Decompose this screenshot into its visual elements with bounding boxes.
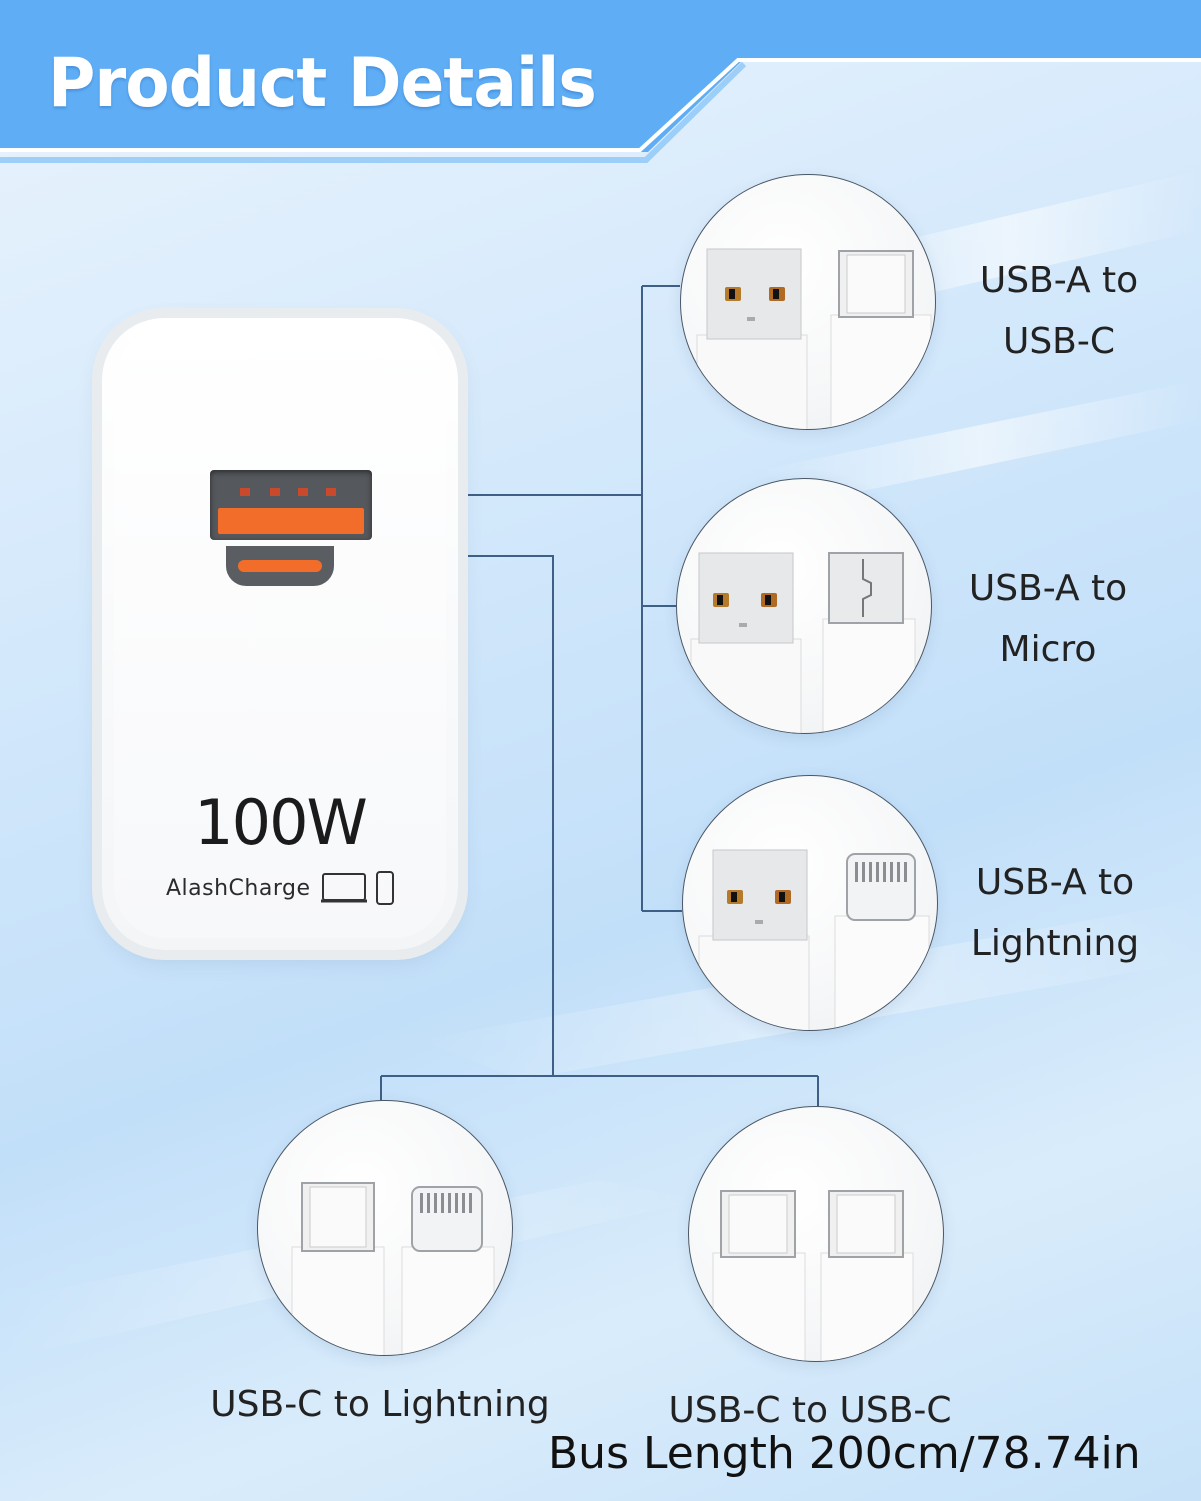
cable-circle-usba-lightning	[682, 775, 938, 1031]
usb-c-port	[226, 546, 334, 586]
header-shape	[0, 0, 1201, 163]
charger-face: 100W AlashCharge	[114, 330, 446, 938]
cable-circle-usbc-usbc	[688, 1106, 944, 1362]
cable-circle-usba-usbc	[680, 174, 936, 430]
brand-label: AlashCharge	[166, 875, 311, 901]
header-banner: Product Details	[0, 0, 1201, 170]
bus-length-label: Bus Length 200cm/78.74in	[548, 1428, 1141, 1479]
cable-circle-usba-micro	[676, 478, 932, 734]
label-usbc-lightning: USB-C to Lightning	[210, 1384, 550, 1425]
cable-circle-usbc-lightning	[257, 1100, 513, 1356]
laptop-phone-icon	[320, 871, 394, 905]
charger-body: 100W AlashCharge	[102, 318, 458, 950]
wattage-label: 100W	[194, 786, 368, 859]
brand-row: AlashCharge	[166, 870, 395, 906]
page-title: Product Details	[48, 44, 597, 123]
usb-a-port	[210, 470, 372, 540]
label-usbc-usbc: USB-C to USB-C	[668, 1390, 952, 1431]
